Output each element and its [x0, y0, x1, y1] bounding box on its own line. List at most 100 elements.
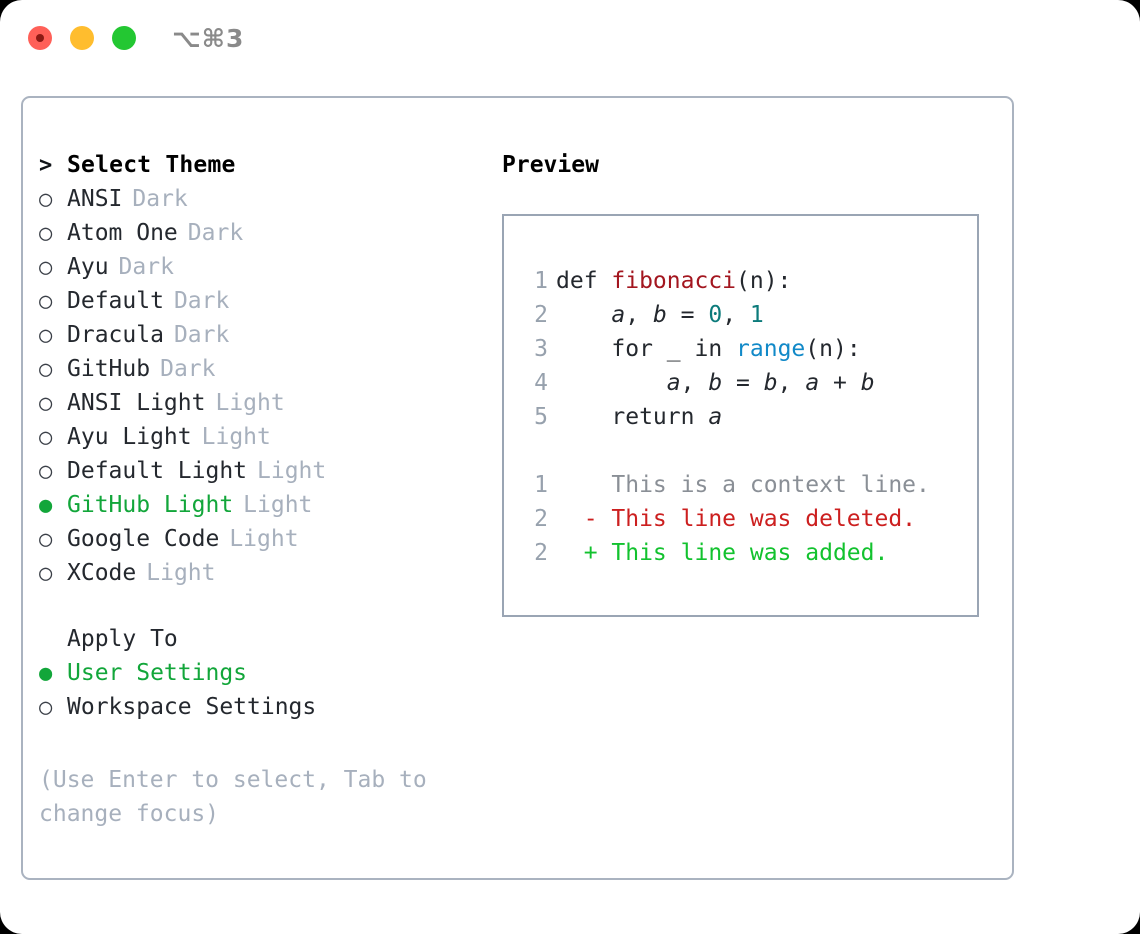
- code-line-number: 5: [534, 404, 548, 430]
- title-bar: ⌥⌘3: [0, 0, 1140, 78]
- code-token: for: [611, 336, 667, 362]
- keyboard-hint-text: (Use Enter to select, Tab to change focu…: [39, 767, 427, 827]
- code-token: 0: [708, 302, 723, 328]
- theme-item-tag: Dark: [173, 322, 230, 348]
- theme-item-tag: Dark: [187, 220, 244, 246]
- code-token: b: [763, 370, 778, 396]
- diff-line: 1 This is a context line.: [524, 468, 977, 502]
- theme-list-item[interactable]: ○ Ayu Dark: [39, 250, 469, 284]
- code-diff-spacer: [524, 434, 977, 468]
- code-token: b: [860, 370, 875, 396]
- code-indent: [556, 370, 667, 396]
- radio-unselected-icon[interactable]: ○: [39, 323, 53, 348]
- diff-line-number: 2: [534, 506, 548, 532]
- radio-unselected-icon[interactable]: ○: [39, 357, 53, 382]
- theme-item-tag: Dark: [132, 186, 188, 212]
- theme-item-tag: Light: [146, 560, 216, 586]
- radio-unselected-icon[interactable]: ○: [39, 527, 53, 552]
- apply-to-item[interactable]: ●User Settings: [39, 656, 469, 690]
- apply-to-header-label: Apply To: [67, 626, 178, 652]
- code-line-number: 4: [534, 370, 548, 396]
- theme-item-label: Default Light: [67, 458, 248, 484]
- radio-unselected-icon[interactable]: ○: [39, 459, 53, 484]
- theme-list-item[interactable]: ○ Google Code Light: [39, 522, 469, 556]
- code-token: def: [556, 268, 612, 294]
- apply-to-list[interactable]: Apply To ●User Settings○Workspace Setting…: [39, 622, 469, 724]
- code-line-number: 1: [534, 268, 548, 294]
- code-token: a: [708, 404, 723, 430]
- code-indent: [556, 302, 611, 328]
- code-line: 2 a, b = 0, 1: [524, 298, 977, 332]
- radio-unselected-icon[interactable]: ○: [39, 425, 53, 450]
- radio-selected-icon[interactable]: ●: [39, 493, 53, 518]
- radio-unselected-icon[interactable]: ○: [39, 561, 53, 586]
- code-token: b: [652, 302, 667, 328]
- diff-text: This line was deleted.: [611, 506, 917, 532]
- apply-to-item[interactable]: ○Workspace Settings: [39, 690, 469, 724]
- maximize-button-icon[interactable]: [112, 26, 136, 50]
- code-token: a: [666, 370, 681, 396]
- theme-item-label: Dracula: [67, 322, 164, 348]
- radio-unselected-icon[interactable]: ○: [39, 391, 53, 416]
- theme-item-label: GitHub Light: [67, 492, 234, 518]
- preview-title: Preview: [502, 152, 599, 178]
- code-token: (n):: [805, 336, 861, 362]
- theme-item-label: GitHub: [67, 356, 151, 382]
- code-token: a: [611, 302, 626, 328]
- code-token: ,: [625, 302, 653, 328]
- close-button-icon[interactable]: [28, 26, 52, 50]
- prompt-marker-icon: >: [39, 153, 53, 178]
- theme-list-header-label: Select Theme: [67, 152, 236, 178]
- radio-selected-icon[interactable]: ●: [39, 661, 53, 686]
- code-indent: [556, 336, 611, 362]
- theme-item-tag: Light: [201, 424, 271, 450]
- theme-list-item[interactable]: ○ XCode Light: [39, 556, 469, 590]
- diff-line-number: 1: [534, 472, 548, 498]
- code-token: =: [666, 302, 709, 328]
- code-token: ,: [722, 302, 750, 328]
- diff-line: 2 + This line was added.: [524, 536, 977, 570]
- diff-line: 2 - This line was deleted.: [524, 502, 977, 536]
- theme-item-tag: Dark: [118, 254, 174, 280]
- radio-unselected-icon[interactable]: ○: [39, 187, 53, 212]
- theme-list-item[interactable]: ○ ANSI Dark: [39, 182, 469, 216]
- code-line: 4 a, b = b, a + b: [524, 366, 977, 400]
- theme-item-tag: Light: [215, 390, 285, 416]
- theme-item-label: Ayu: [67, 254, 109, 280]
- theme-item-label: XCode: [67, 560, 137, 586]
- diff-sign: [556, 472, 611, 498]
- theme-list-item[interactable]: ○ Dracula Dark: [39, 318, 469, 352]
- code-token: (n):: [736, 268, 792, 294]
- theme-item-label: Google Code: [67, 526, 220, 552]
- code-token: =: [722, 370, 764, 396]
- code-token: ,: [680, 370, 709, 396]
- theme-list-item[interactable]: ● GitHub Light Light: [39, 488, 469, 522]
- code-token: return: [611, 404, 709, 430]
- code-token: fibonacci: [611, 268, 737, 294]
- minimize-button-icon[interactable]: [70, 26, 94, 50]
- radio-unselected-icon[interactable]: ○: [39, 289, 53, 314]
- radio-unselected-icon[interactable]: ○: [39, 255, 53, 280]
- radio-unselected-icon[interactable]: ○: [39, 221, 53, 246]
- code-indent: [556, 404, 611, 430]
- diff-sign: +: [556, 540, 612, 566]
- theme-item-tag: Light: [243, 492, 313, 518]
- diff-text: This is a context line.: [611, 472, 930, 498]
- diff-preview: 1 This is a context line.2 - This line w…: [524, 468, 977, 570]
- theme-item-label: ANSI: [67, 186, 123, 212]
- diff-sign: -: [556, 506, 612, 532]
- apply-to-header-spacer: [39, 623, 67, 657]
- theme-item-tag: Light: [229, 526, 299, 552]
- radio-unselected-icon[interactable]: ○: [39, 695, 53, 720]
